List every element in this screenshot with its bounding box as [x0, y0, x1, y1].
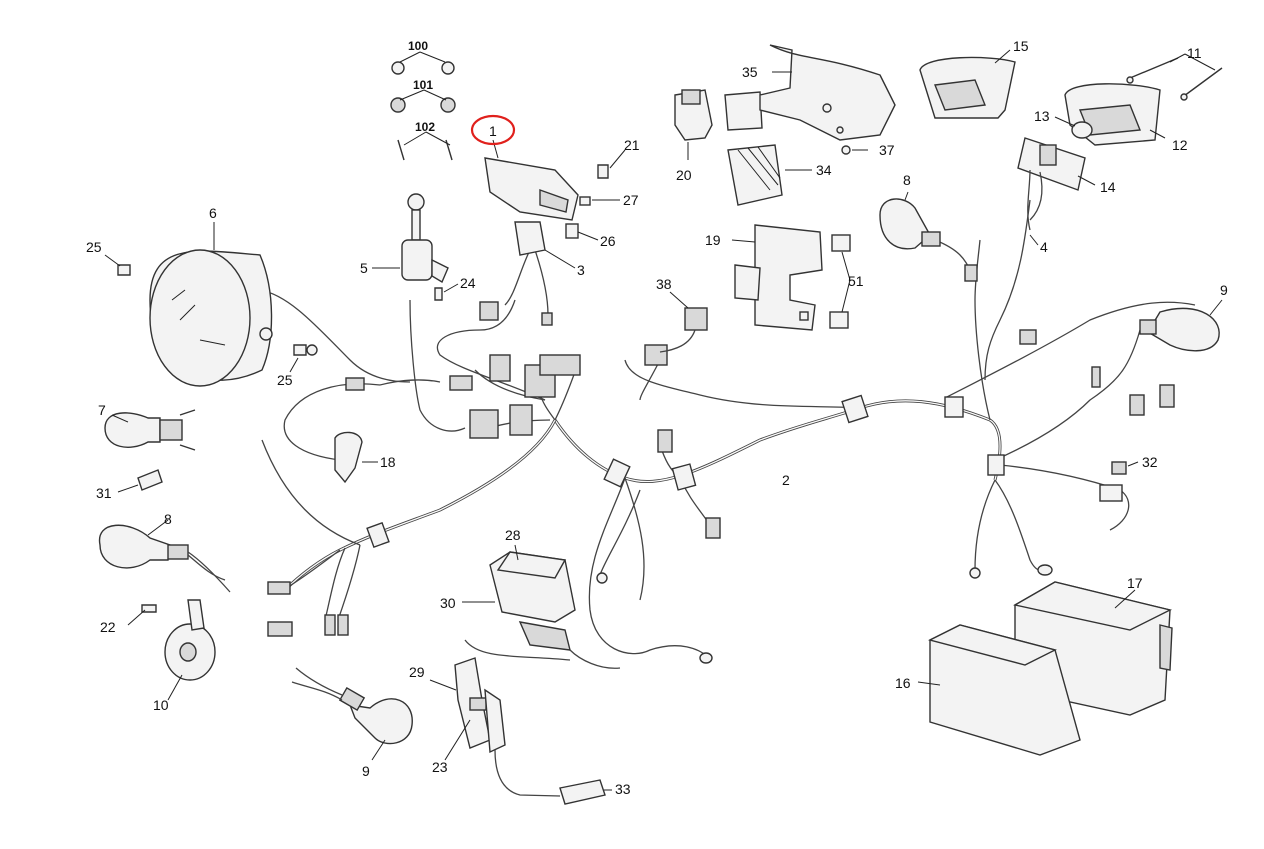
callout-8-left[interactable]: 8 [164, 511, 172, 527]
handlebar-switch-18 [334, 431, 378, 484]
headlight-6 [104, 222, 318, 387]
horn-10 [127, 599, 216, 701]
callout-9-right[interactable]: 9 [1220, 282, 1228, 298]
callout-25-lower[interactable]: 25 [277, 372, 293, 388]
callout-29[interactable]: 29 [409, 664, 425, 680]
callout-22[interactable]: 22 [100, 619, 116, 635]
indicator-9-rear-left [291, 667, 413, 761]
callout-27[interactable]: 27 [623, 192, 639, 208]
callout-31[interactable]: 31 [96, 485, 112, 501]
callout-12[interactable]: 12 [1172, 137, 1188, 153]
main-wiring-harness [259, 199, 1196, 664]
callout-30[interactable]: 30 [440, 595, 456, 611]
cdi-unit-28-30 [462, 544, 621, 669]
callout-51[interactable]: 51 [848, 273, 864, 289]
callout-17[interactable]: 17 [1127, 575, 1143, 591]
callout-8-right[interactable]: 8 [903, 172, 911, 188]
callout-16[interactable]: 16 [895, 675, 911, 691]
ignition-switch-5 [372, 193, 459, 301]
callout-37[interactable]: 37 [879, 142, 895, 158]
callout-labels: 100 101 102 1 21 27 26 3 6 25 5 24 25 7 … [86, 38, 1228, 797]
small-hardware-group [390, 51, 456, 161]
ignition-coil-29-23 [429, 639, 612, 805]
callout-2[interactable]: 2 [782, 472, 790, 488]
callout-101[interactable]: 101 [413, 78, 433, 92]
callout-23[interactable]: 23 [432, 759, 448, 775]
tail-light-assembly [919, 49, 1223, 246]
callout-5[interactable]: 5 [360, 260, 368, 276]
callout-28[interactable]: 28 [505, 527, 521, 543]
bracket-19-clips-51 [731, 224, 851, 331]
callout-7[interactable]: 7 [98, 402, 106, 418]
callout-9-left[interactable]: 9 [362, 763, 370, 779]
relays-brackets-20-35-34 [674, 44, 896, 206]
connector-38 [659, 291, 708, 353]
callout-100[interactable]: 100 [408, 39, 428, 53]
callout-15[interactable]: 15 [1013, 38, 1029, 54]
washer-100-right [441, 61, 455, 75]
callout-13[interactable]: 13 [1034, 108, 1050, 124]
nut-101-left [390, 97, 406, 113]
battery-16-17 [917, 581, 1173, 756]
callout-4[interactable]: 4 [1040, 239, 1048, 255]
callout-21[interactable]: 21 [624, 137, 640, 153]
callout-11[interactable]: 11 [1187, 45, 1202, 61]
callout-3[interactable]: 3 [577, 262, 585, 278]
bulbs-7-31 [104, 409, 196, 493]
callout-38[interactable]: 38 [656, 276, 672, 292]
callout-26[interactable]: 26 [600, 233, 616, 249]
callout-6[interactable]: 6 [209, 205, 217, 221]
callout-32[interactable]: 32 [1142, 454, 1158, 470]
fuse-32 [1099, 461, 1139, 502]
callout-10[interactable]: 10 [153, 697, 169, 713]
washer-100-left [391, 61, 405, 75]
callout-102[interactable]: 102 [415, 120, 435, 134]
indicator-8-left [98, 519, 231, 593]
selected-part-highlight [470, 114, 516, 146]
callout-18[interactable]: 18 [380, 454, 396, 470]
callout-24[interactable]: 24 [460, 275, 476, 291]
nut-101-right [440, 97, 456, 113]
callout-1[interactable]: 1 [489, 123, 497, 139]
callout-25-upper[interactable]: 25 [86, 239, 102, 255]
callout-35[interactable]: 35 [742, 64, 758, 80]
indicator-8-right [879, 191, 978, 282]
callout-20[interactable]: 20 [676, 167, 692, 183]
callout-19[interactable]: 19 [705, 232, 721, 248]
callout-33[interactable]: 33 [615, 781, 631, 797]
callout-34[interactable]: 34 [816, 162, 832, 178]
dashboard-part-1 [484, 139, 626, 269]
callout-14[interactable]: 14 [1100, 179, 1116, 195]
indicator-9-right [1139, 299, 1223, 352]
